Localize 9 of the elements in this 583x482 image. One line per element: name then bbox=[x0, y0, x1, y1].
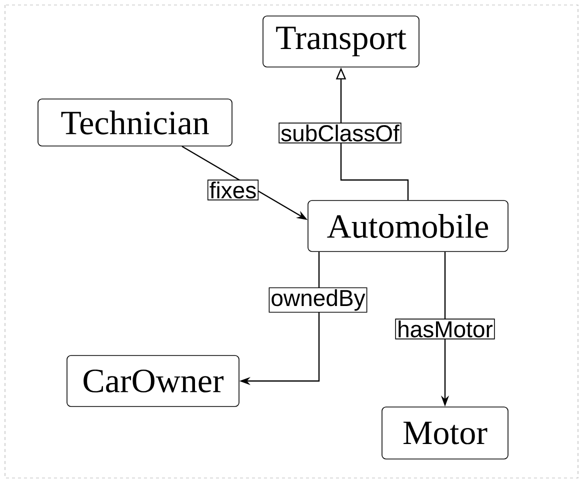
class-box: Transport bbox=[262, 16, 420, 68]
edge-label: subClassOf bbox=[278, 122, 402, 144]
class-box: Motor bbox=[382, 406, 508, 460]
edge-label: fixes bbox=[207, 180, 259, 200]
edge-label: ownedBy bbox=[268, 287, 368, 313]
edge-label: hasMotor bbox=[395, 318, 495, 340]
class-box: Automobile bbox=[308, 200, 508, 252]
class-box: Technician bbox=[38, 98, 232, 146]
class-box: CarOwner bbox=[66, 355, 240, 407]
